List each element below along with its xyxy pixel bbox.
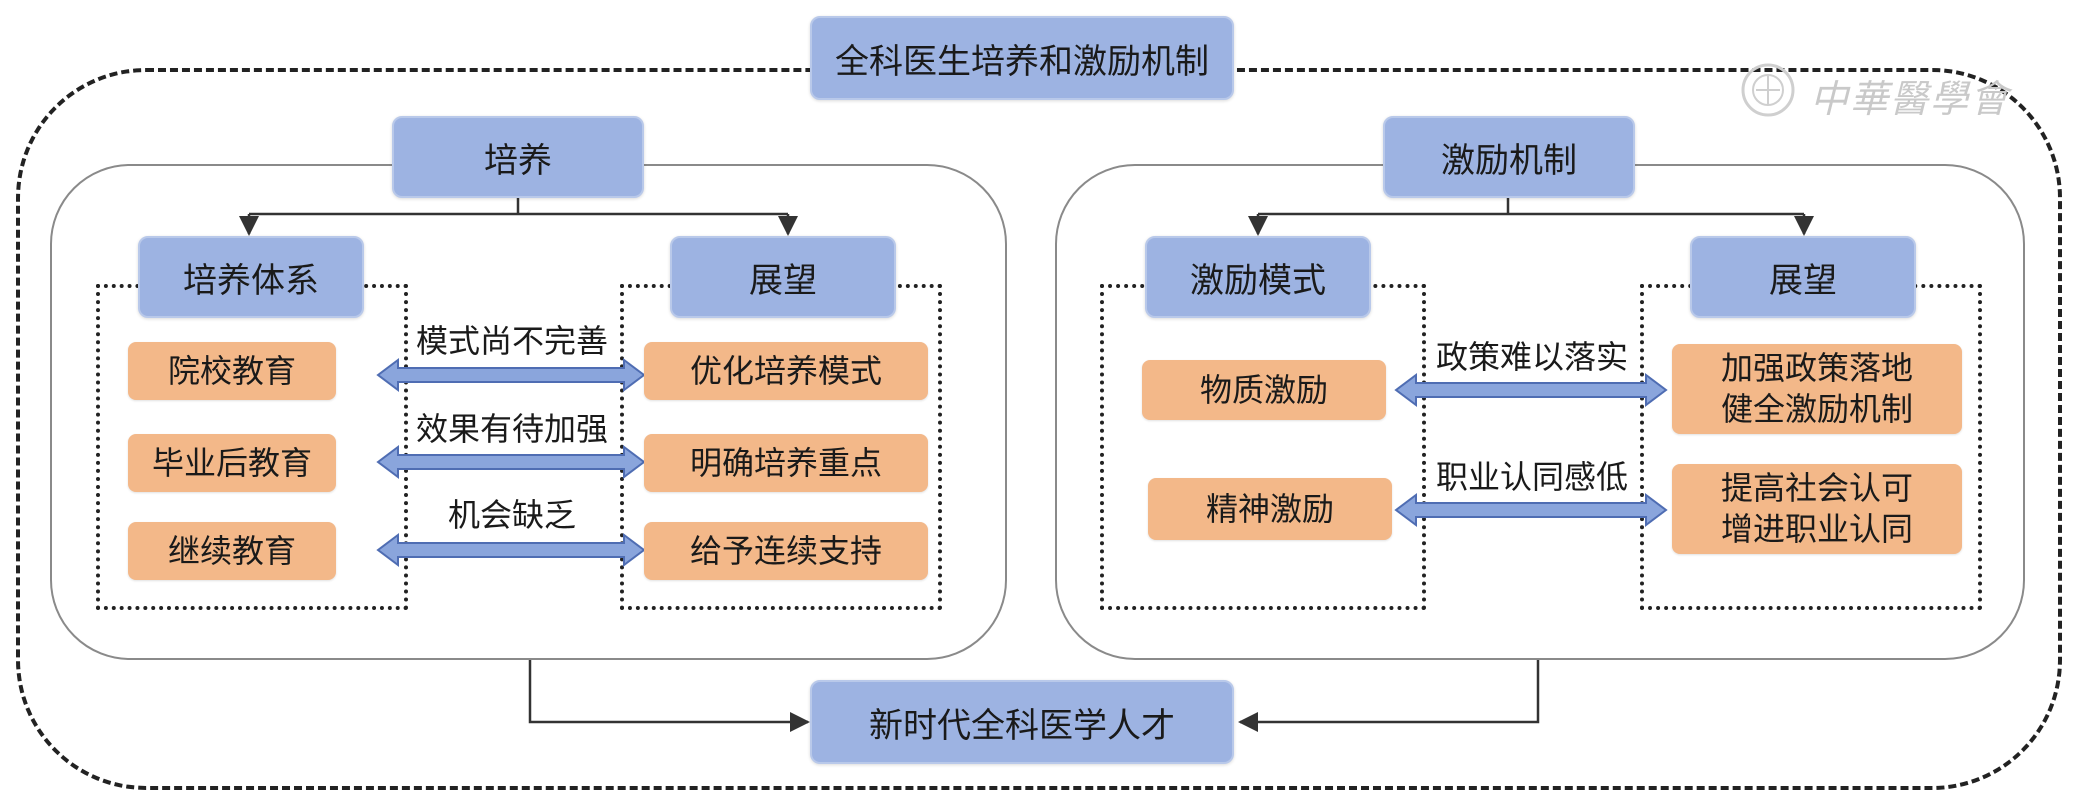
left-outlook-1: 优化培养模式 (644, 342, 928, 400)
double-arrow-1 (376, 358, 646, 392)
right-outlook-header: 展望 (1690, 236, 1916, 318)
watermark-text: 中華醫學會 (1810, 77, 2011, 121)
left-outlook-2: 明确培养重点 (644, 434, 928, 492)
title-box: 全科医生培养和激励机制 (810, 16, 1234, 100)
right-header-box: 激励机制 (1383, 116, 1635, 198)
left-header-box: 培养 (392, 116, 644, 198)
double-arrow-2 (376, 445, 646, 479)
right-issue-1: 政策难以落实 (1435, 338, 1628, 376)
right-outlook-2-line2: 增进职业认同 (1720, 510, 1913, 548)
right-item-1: 物质激励 (1142, 360, 1386, 420)
seal-icon (1741, 63, 1795, 117)
left-system-header: 培养体系 (138, 236, 364, 318)
bottom-box: 新时代全科医学人才 (810, 680, 1234, 764)
double-arrow-5 (1394, 493, 1668, 527)
left-item-3: 继续教育 (128, 522, 336, 580)
left-issue-2: 效果有待加强 (415, 410, 608, 448)
double-arrow-3 (376, 533, 646, 567)
bottom-connectors (528, 660, 1540, 732)
left-outlook-header: 展望 (670, 236, 896, 318)
right-outlook-2-line1: 提高社会认可 (1720, 469, 1913, 507)
double-arrow-4 (1394, 373, 1668, 407)
right-tree-connector (1248, 198, 1814, 236)
left-item-2: 毕业后教育 (128, 434, 336, 492)
right-mode-header: 激励模式 (1145, 236, 1371, 318)
left-outlook-3: 给予连续支持 (644, 522, 928, 580)
right-outlook-1: 加强政策落地健全激励机制 (1672, 344, 1962, 434)
right-outlook-2: 提高社会认可增进职业认同 (1672, 464, 1962, 554)
left-item-1: 院校教育 (128, 342, 336, 400)
right-outlook-1-line2: 健全激励机制 (1720, 390, 1913, 428)
right-item-2: 精神激励 (1148, 478, 1392, 540)
left-issue-1: 模式尚不完善 (415, 322, 608, 360)
watermark: 中華醫學會 (1738, 62, 2038, 122)
left-tree-connector (239, 198, 798, 236)
right-outlook-1-line1: 加强政策落地 (1720, 349, 1913, 387)
right-issue-2: 职业认同感低 (1435, 458, 1628, 496)
left-issue-3: 机会缺乏 (447, 496, 576, 534)
